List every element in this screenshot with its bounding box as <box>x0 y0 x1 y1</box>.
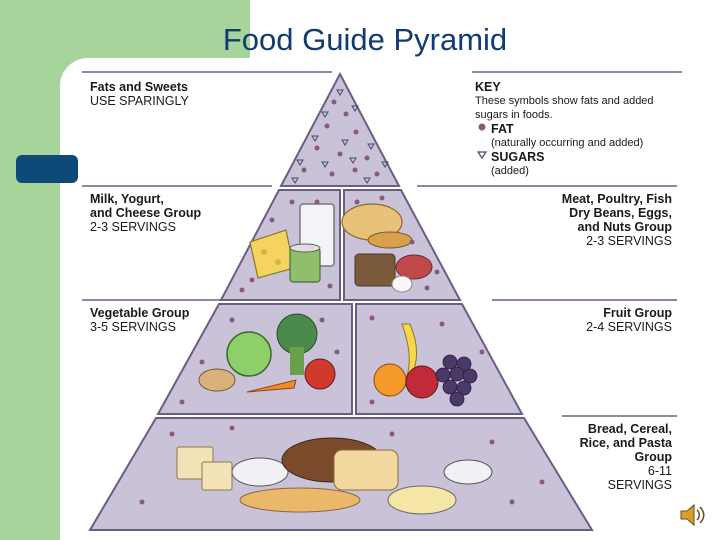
rice-bowl <box>443 459 493 485</box>
speaker-icon[interactable] <box>678 502 708 528</box>
label-line: Meat, Poultry, Fish <box>561 192 672 206</box>
label-line: 2-3 SERVINGS <box>90 220 176 234</box>
label-line: Fats and Sweets <box>90 80 188 94</box>
label-meat: Meat, Poultry, Fish Dry Beans, Eggs, and… <box>562 192 672 248</box>
key-fat-label: FAT <box>491 122 514 136</box>
steak <box>395 254 433 280</box>
tier-fruit <box>355 303 524 415</box>
beans <box>354 253 396 287</box>
label-fats-sweets: Fats and Sweets USE SPARINGLY <box>90 80 189 108</box>
label-vegetable: Vegetable Group 3-5 SERVINGS <box>90 306 189 334</box>
fat-sugar-symbols <box>301 99 380 177</box>
key-sugar-symbol <box>476 151 488 160</box>
yogurt-cup <box>289 247 321 283</box>
meat-foods <box>341 203 433 293</box>
key-sugar-label: SUGARS <box>491 150 545 164</box>
label-line: 2-4 SERVINGS <box>586 320 672 334</box>
fish <box>367 231 413 249</box>
carrot <box>246 379 297 393</box>
fruit-dots <box>369 315 485 405</box>
pyramid-svg <box>82 71 682 531</box>
label-line: SERVINGS <box>607 478 672 492</box>
fruit-foods <box>373 323 478 407</box>
label-fruit: Fruit Group 2-4 SERVINGS <box>586 306 672 334</box>
label-line: Milk, Yogurt, <box>90 192 164 206</box>
grapes <box>435 354 478 407</box>
apple <box>405 365 439 399</box>
label-bread: Bread, Cereal, Rice, and Pasta Group 6-1… <box>580 422 672 492</box>
key-box: KEY These symbols show fats and added su… <box>475 80 654 178</box>
key-intro-line: sugars in foods. <box>475 109 553 121</box>
label-line: Group <box>634 450 673 464</box>
egg <box>391 275 413 293</box>
milk-dots <box>239 199 333 293</box>
meat-dots <box>354 195 440 291</box>
orange <box>373 363 407 397</box>
pasta-plate <box>387 485 457 515</box>
label-milk: Milk, Yogurt, and Cheese Group 2-3 SERVI… <box>90 192 201 234</box>
label-line: USE SPARINGLY <box>90 94 189 108</box>
tomato <box>304 358 336 390</box>
bread-foods <box>176 437 493 515</box>
key-fat-symbol <box>478 123 486 131</box>
label-line: 6-11 <box>647 464 672 478</box>
lettuce <box>226 331 272 377</box>
blue-accent-tab <box>16 155 78 183</box>
label-line: and Nuts Group <box>577 220 672 234</box>
sugar-symbols <box>291 89 389 184</box>
cereal-bowl <box>231 457 289 487</box>
label-line: Vegetable Group <box>90 306 190 320</box>
potato <box>198 368 236 392</box>
label-line: Fruit Group <box>603 306 672 320</box>
vegetable-foods <box>198 313 336 393</box>
label-line: Rice, and Pasta <box>579 436 672 450</box>
key-sugar-note: (added) <box>491 165 529 177</box>
label-line: Dry Beans, Eggs, <box>569 206 672 220</box>
tier-fats-sweets <box>279 71 401 187</box>
label-line: Bread, Cereal, <box>587 422 672 436</box>
bread-dots <box>139 425 545 505</box>
food-pyramid-figure: Fats and Sweets USE SPARINGLY Milk, Yogu… <box>72 62 712 532</box>
key-fat-note: (naturally occurring and added) <box>491 137 644 149</box>
key-intro-line: These symbols show fats and added <box>475 95 654 107</box>
baguette <box>239 487 361 513</box>
label-line: and Cheese Group <box>90 206 202 220</box>
slide-title: Food Guide Pyramid <box>222 22 508 57</box>
key-heading: KEY <box>475 80 501 94</box>
label-line: 2-3 SERVINGS <box>586 234 672 248</box>
label-line: 3-5 SERVINGS <box>90 320 176 334</box>
vegetable-dots <box>179 317 340 405</box>
bread-slices <box>333 449 399 491</box>
